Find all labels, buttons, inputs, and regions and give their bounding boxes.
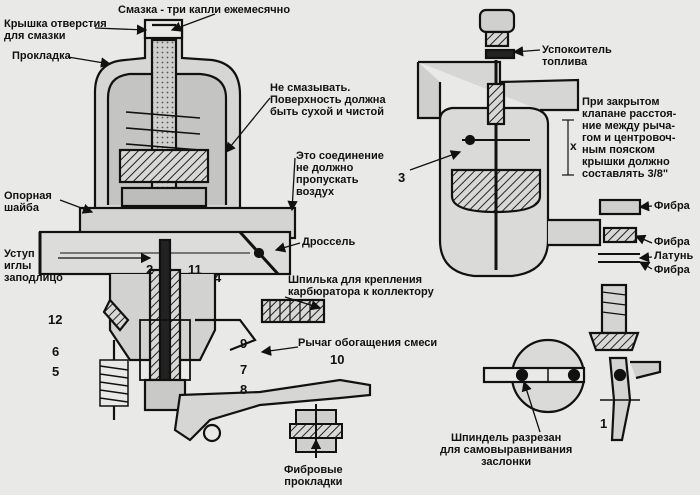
gasket-top-label: Прокладка <box>12 50 71 62</box>
cap-hole-label: Крышка отверстия для смазки <box>4 18 107 42</box>
callout-1: 1 <box>600 416 608 431</box>
dimension-mark: x <box>570 139 577 153</box>
callout-5: 5 <box>52 364 60 379</box>
callout-4: 4 <box>214 270 222 285</box>
callout-3: 3 <box>398 170 406 185</box>
float-chamber <box>416 8 642 352</box>
fiber-gasket-detail <box>289 404 343 458</box>
enrich-lever-label: Рычаг обогащения смеси <box>298 337 438 349</box>
stud-label: Шпилька для крепления карбюратора к колл… <box>288 274 434 298</box>
callout-12: 12 <box>48 312 63 327</box>
support-washer-label: Опорная шайба <box>4 190 52 214</box>
callout-6: 6 <box>52 344 60 359</box>
leader-lines <box>58 13 653 456</box>
no-lube-label: Не смазывать. Поверхность должна быть су… <box>270 82 386 118</box>
fiber-label-2: Фибра <box>654 236 690 248</box>
float-note-label: При закрытом клапане расстоя- ние между … <box>582 96 677 180</box>
fiber-label-1: Фибра <box>654 200 690 212</box>
fuel-damper-label: Успокоитель топлива <box>542 44 612 68</box>
fiber-gaskets-label: Фибровые прокладки <box>284 464 343 488</box>
spindle-detail <box>482 338 662 442</box>
brass-label: Латунь <box>654 250 694 262</box>
throttle-label: Дроссель <box>302 236 356 248</box>
callout-7: 7 <box>240 362 248 377</box>
callout-9: 9 <box>240 336 248 351</box>
lubrication-label: Смазка - три капли ежемесячно <box>118 4 291 16</box>
fiber-label-3: Фибра <box>654 264 690 276</box>
spindle-label: Шпиндель разрезан для самовыравнивания з… <box>440 432 573 468</box>
callout-8: 8 <box>240 382 248 397</box>
no-air-label: Это соединение не должно пропускать возд… <box>296 150 384 198</box>
main-carburetor <box>38 18 372 443</box>
needle-shoulder-label: Уступ иглы заподлицо <box>4 248 63 284</box>
callout-11: 11 <box>188 262 202 277</box>
callout-2: 2 <box>146 262 154 277</box>
callout-10: 10 <box>330 352 345 367</box>
